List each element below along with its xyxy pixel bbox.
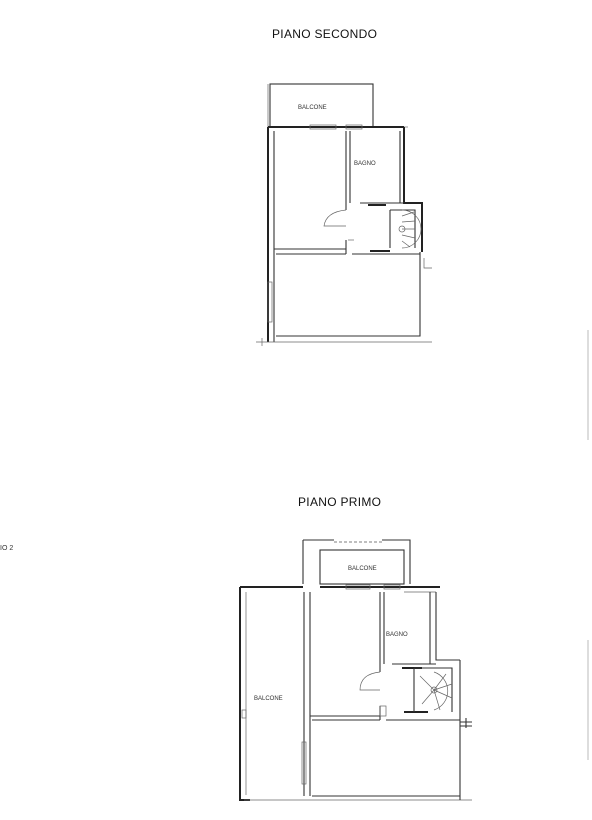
first-balcony-top-label: BALCONE xyxy=(348,566,377,572)
second-window xyxy=(345,124,363,130)
cut-off-label: IO 2 xyxy=(0,545,14,552)
second-bathroom-label: BAGNO xyxy=(354,161,376,167)
first-east-step-wall xyxy=(435,592,460,661)
first-balcony-outline xyxy=(319,549,405,585)
second-south-wall xyxy=(276,252,421,337)
first-door-swing xyxy=(359,671,381,691)
second-window xyxy=(309,124,337,130)
first-window xyxy=(345,584,371,590)
second-floor-title: PIANO SECONDO xyxy=(272,27,378,41)
first-window xyxy=(383,584,401,590)
second-balcony-label: BALCONE xyxy=(298,105,327,111)
first-west-mark xyxy=(241,709,247,719)
second-floor-plan: BALCONE BAGNO xyxy=(256,83,432,346)
first-east-stub xyxy=(460,718,472,728)
second-window-west xyxy=(267,281,273,323)
first-west-window xyxy=(301,741,307,785)
first-west-wall xyxy=(239,587,250,801)
second-door-swing xyxy=(323,209,347,227)
first-floor-plan: BALCONE BALCONE xyxy=(239,539,472,801)
second-spiral-stair xyxy=(389,209,422,249)
first-balcony-side-label: BALCONE xyxy=(254,696,283,702)
second-east-step xyxy=(423,258,432,269)
first-balcony-right-wall xyxy=(382,539,411,584)
first-spiral-stair xyxy=(413,667,453,712)
second-east-wall xyxy=(403,127,423,252)
first-bathroom-label: BAGNO xyxy=(386,632,408,638)
first-door-leaf xyxy=(379,705,387,717)
first-floor-title: PIANO PRIMO xyxy=(298,495,382,509)
